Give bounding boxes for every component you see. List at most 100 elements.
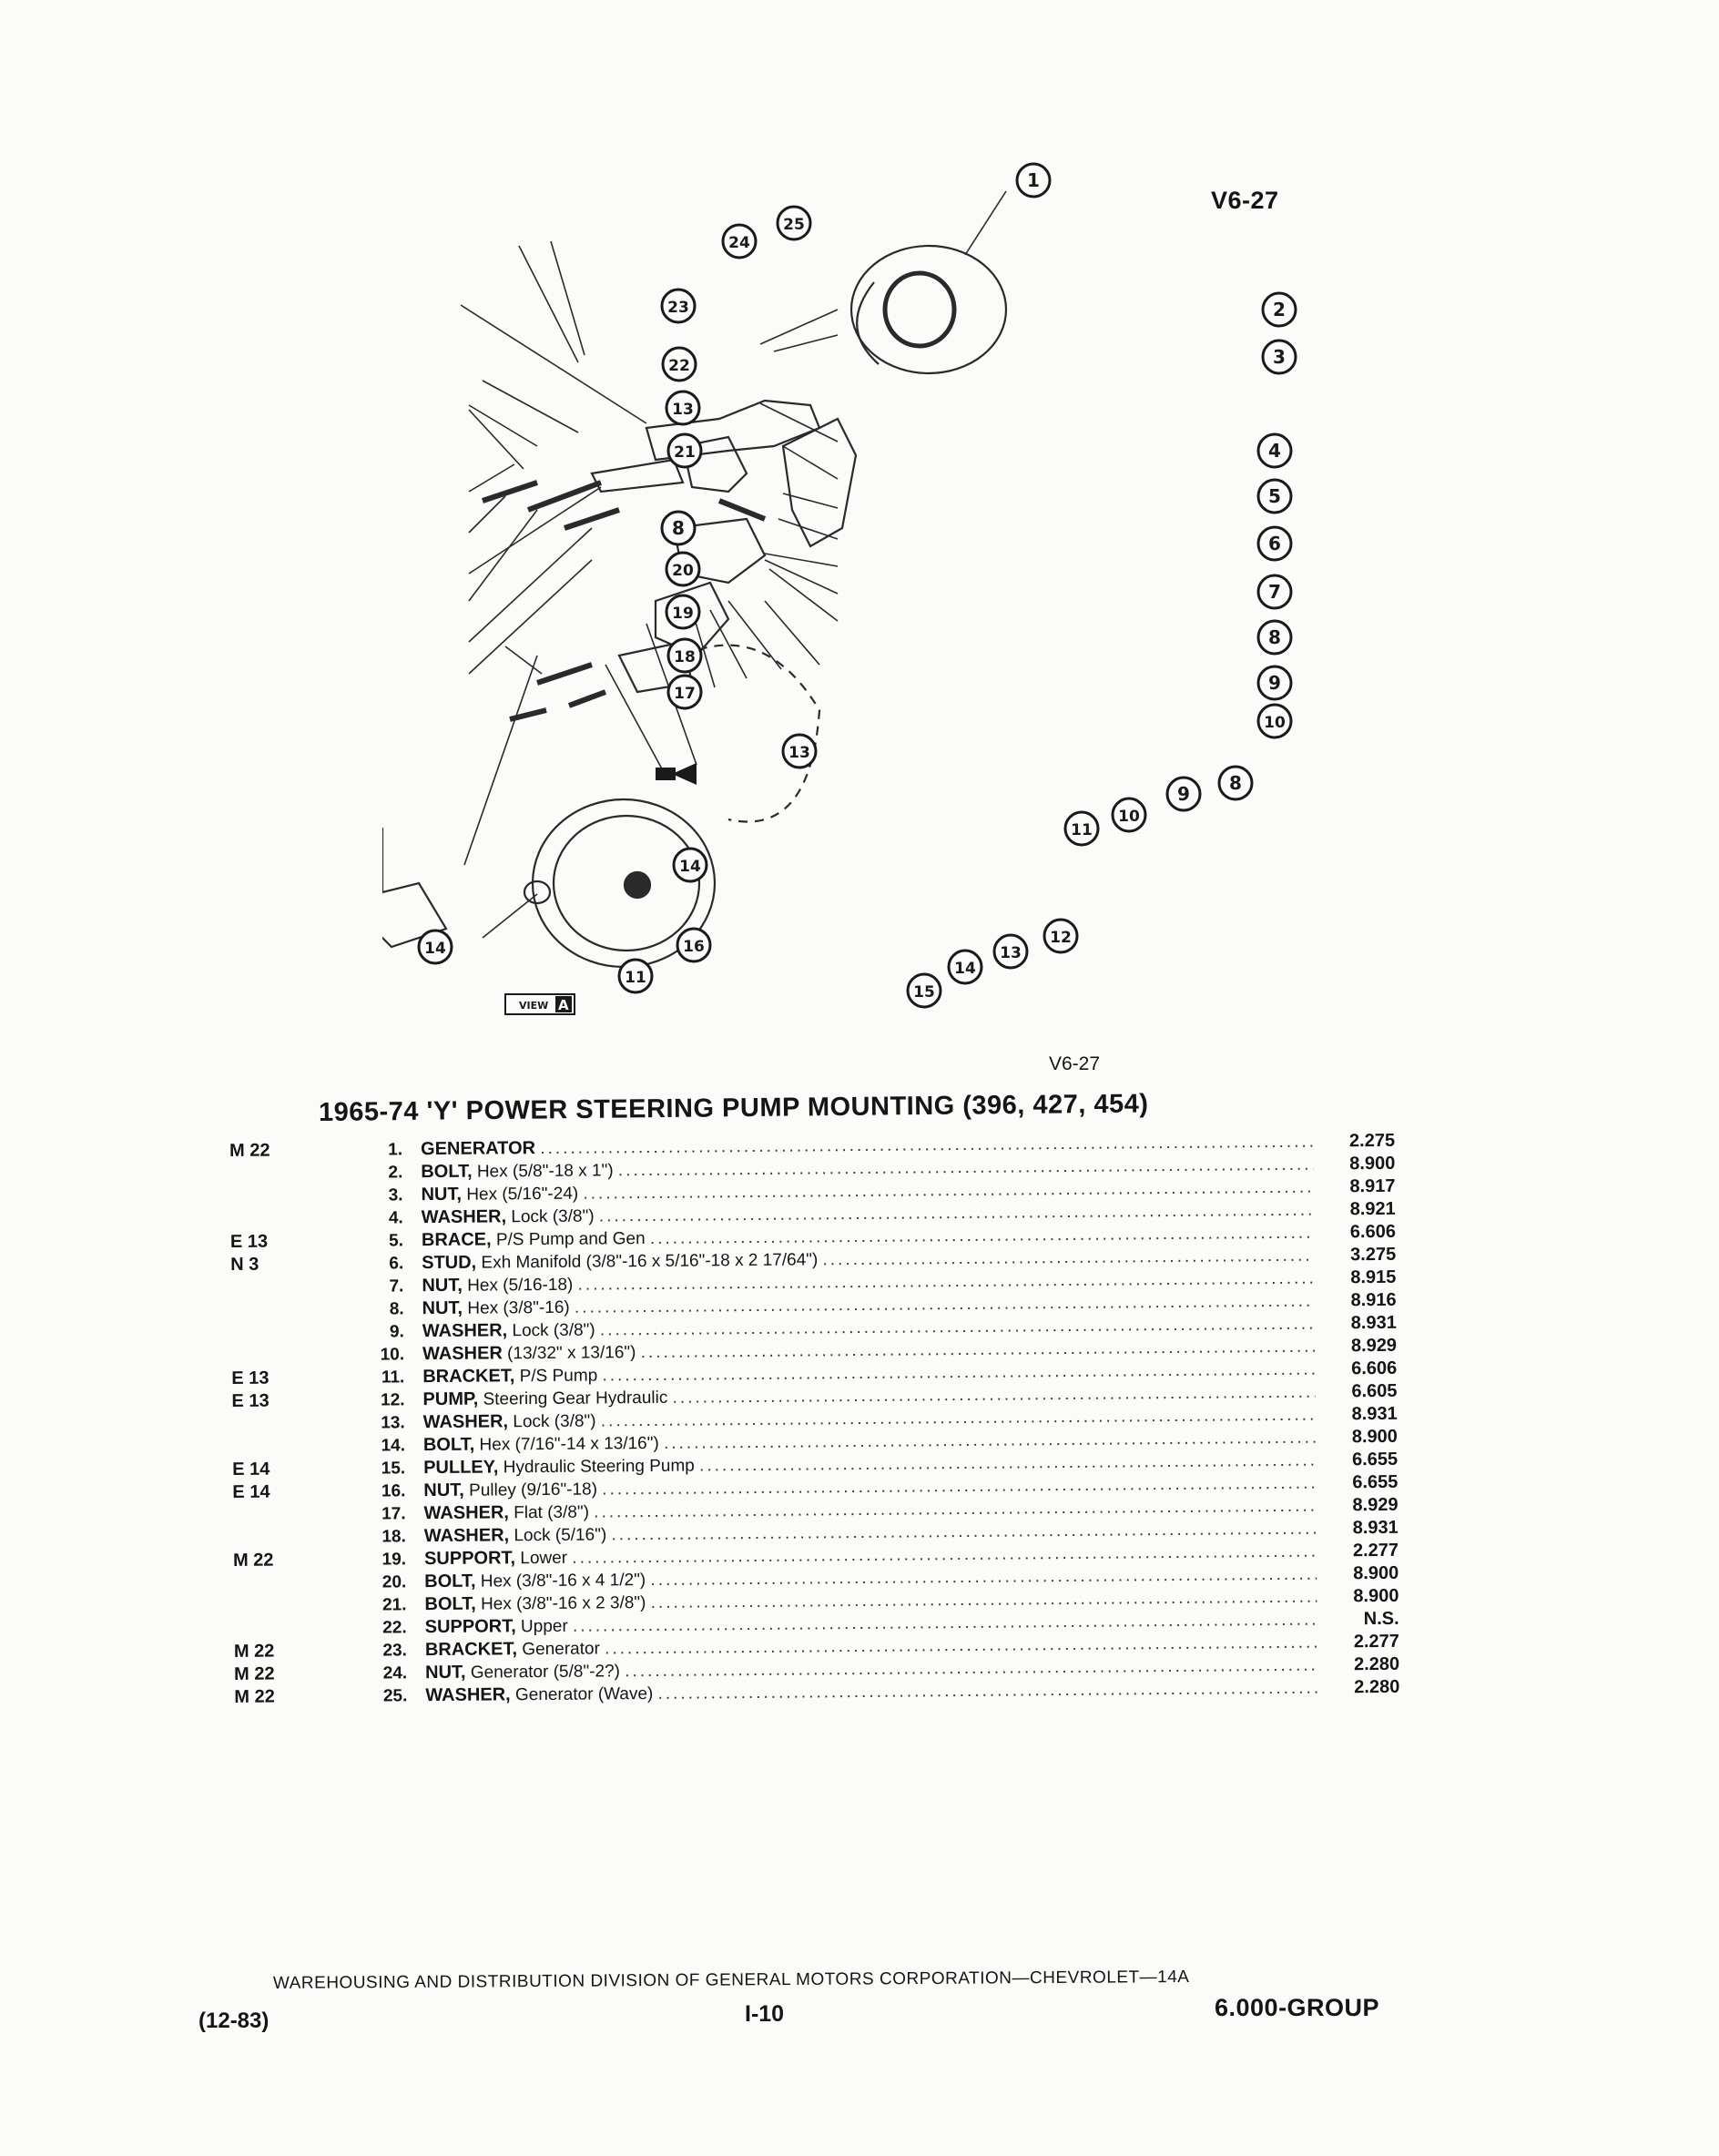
- svg-text:11: 11: [1071, 821, 1093, 839]
- callout-view-14: 14: [417, 929, 453, 965]
- svg-text:24: 24: [728, 234, 750, 252]
- svg-text:13: 13: [788, 744, 810, 762]
- svg-text:17: 17: [674, 685, 696, 703]
- callout-13: 13: [992, 933, 1029, 970]
- item-number: 8.: [389, 1299, 404, 1319]
- part-name: BRACKET,: [424, 1639, 518, 1661]
- part-spec: Lower: [520, 1548, 568, 1569]
- part-spec: Hex (3/8"-16 x 2 3/8"): [480, 1593, 646, 1614]
- footer-date: (12-83): [198, 2009, 270, 2033]
- item-number: 4.: [388, 1208, 403, 1228]
- part-name: BRACE,: [421, 1229, 492, 1251]
- callout-13b: 13: [781, 733, 818, 769]
- svg-text:11: 11: [625, 969, 646, 987]
- svg-text:VIEW: VIEW: [519, 1000, 548, 1012]
- part-spec: Generator (5/8"-2?): [470, 1662, 621, 1683]
- part-name: NUT,: [422, 1275, 463, 1297]
- group-number: 2.280: [1317, 1675, 1400, 1700]
- item-number: 10.: [380, 1345, 405, 1365]
- group-number: 6.605: [1315, 1379, 1398, 1404]
- group-number: 8.915: [1314, 1266, 1397, 1290]
- item-number: 5.: [389, 1231, 404, 1251]
- catalog-code: [232, 1412, 314, 1413]
- callout-16: 16: [676, 927, 712, 963]
- svg-text:5: 5: [1268, 485, 1281, 507]
- svg-text:4: 4: [1268, 440, 1281, 462]
- part-spec: Hex (5/8"-18 x 1"): [476, 1161, 614, 1182]
- part-spec: (13/32" x 13/16"): [507, 1343, 636, 1364]
- group-number: 8.931: [1314, 1311, 1397, 1336]
- view-a-arrow-icon: [656, 763, 697, 785]
- item-number: 13.: [381, 1413, 405, 1433]
- part-name: WASHER,: [422, 1320, 508, 1342]
- catalog-code: [233, 1571, 315, 1572]
- callout-8: 8: [1256, 619, 1293, 656]
- callout-2: 2: [1261, 291, 1297, 328]
- group-number: 8.931: [1315, 1402, 1398, 1427]
- group-number: 8.900: [1317, 1584, 1399, 1609]
- part-name: NUT,: [421, 1184, 463, 1205]
- part-name: PUMP,: [422, 1388, 479, 1410]
- svg-text:23: 23: [667, 299, 689, 317]
- group-number: 8.929: [1316, 1493, 1399, 1518]
- item-number: 11.: [381, 1368, 405, 1388]
- item-number: 17.: [381, 1504, 406, 1524]
- part-name: BOLT,: [424, 1593, 476, 1615]
- part-spec: Hex (3/8"-16 x 4 1/2"): [480, 1571, 646, 1592]
- callout-20: 20: [665, 551, 701, 587]
- part-spec: Hex (5/16"-24): [466, 1184, 579, 1205]
- part-name: SUPPORT,: [424, 1616, 516, 1638]
- callout-12: 12: [1043, 918, 1079, 954]
- svg-text:22: 22: [668, 357, 690, 375]
- svg-text:1: 1: [1027, 169, 1040, 191]
- catalog-code: [231, 1298, 313, 1299]
- callout-21: 21: [666, 432, 703, 469]
- part-spec: P/S Pump and Gen: [495, 1229, 646, 1250]
- catalog-code: N 3: [230, 1254, 259, 1275]
- group-number: 8.916: [1314, 1288, 1397, 1313]
- part-name: WASHER,: [423, 1525, 510, 1547]
- group-number: 8.917: [1313, 1175, 1396, 1199]
- catalog-code: [230, 1207, 312, 1208]
- part-spec: P/S Pump: [519, 1366, 598, 1387]
- item-number: 25.: [382, 1686, 408, 1706]
- view-a-label: VIEW A: [504, 993, 575, 1015]
- callout-14: 14: [947, 949, 983, 985]
- svg-text:21: 21: [674, 443, 696, 462]
- group-number: 6.655: [1316, 1448, 1399, 1472]
- catalog-code: E 13: [231, 1368, 270, 1388]
- part-spec: Lock (5/16"): [514, 1525, 607, 1546]
- part-name: BOLT,: [422, 1434, 475, 1456]
- part-name: STUD,: [422, 1252, 477, 1274]
- item-number: 18.: [381, 1527, 406, 1547]
- group-number: 6.655: [1316, 1470, 1399, 1495]
- item-number: 12.: [380, 1390, 405, 1410]
- svg-text:8: 8: [1268, 626, 1281, 648]
- item-number: 15.: [381, 1459, 406, 1479]
- catalog-code: M 22: [233, 1641, 275, 1662]
- callout-7: 7: [1256, 574, 1293, 610]
- callout-15: 15: [906, 972, 942, 1009]
- group-number: 2.277: [1317, 1630, 1399, 1654]
- group-number: 2.275: [1312, 1129, 1396, 1154]
- part-spec: Generator: [522, 1639, 600, 1660]
- item-number: 9.: [389, 1322, 404, 1342]
- catalog-code: M 22: [229, 1140, 270, 1161]
- exploded-parts-diagram: 1 2 3 4 5 6 7 8 9 10 8 9 10 11 12 13 14 …: [290, 146, 1329, 1038]
- item-number: 19.: [381, 1550, 407, 1570]
- callout-6: 6: [1256, 525, 1293, 562]
- item-number: 2.: [388, 1163, 403, 1183]
- group-number: 8.921: [1313, 1197, 1396, 1222]
- svg-text:14: 14: [424, 940, 446, 958]
- part-name: WASHER,: [425, 1684, 511, 1706]
- generator-pulley-shape: [882, 270, 957, 349]
- generator-shape: [849, 244, 1008, 375]
- svg-text:9: 9: [1268, 672, 1281, 694]
- part-name: NUT,: [425, 1662, 466, 1683]
- part-spec: Hex (3/8"-16): [467, 1297, 570, 1318]
- catalog-code: [231, 1321, 313, 1322]
- callout-25: 25: [776, 205, 812, 241]
- figure-id-top: V6-27: [1211, 187, 1279, 214]
- item-number: 24.: [382, 1663, 408, 1683]
